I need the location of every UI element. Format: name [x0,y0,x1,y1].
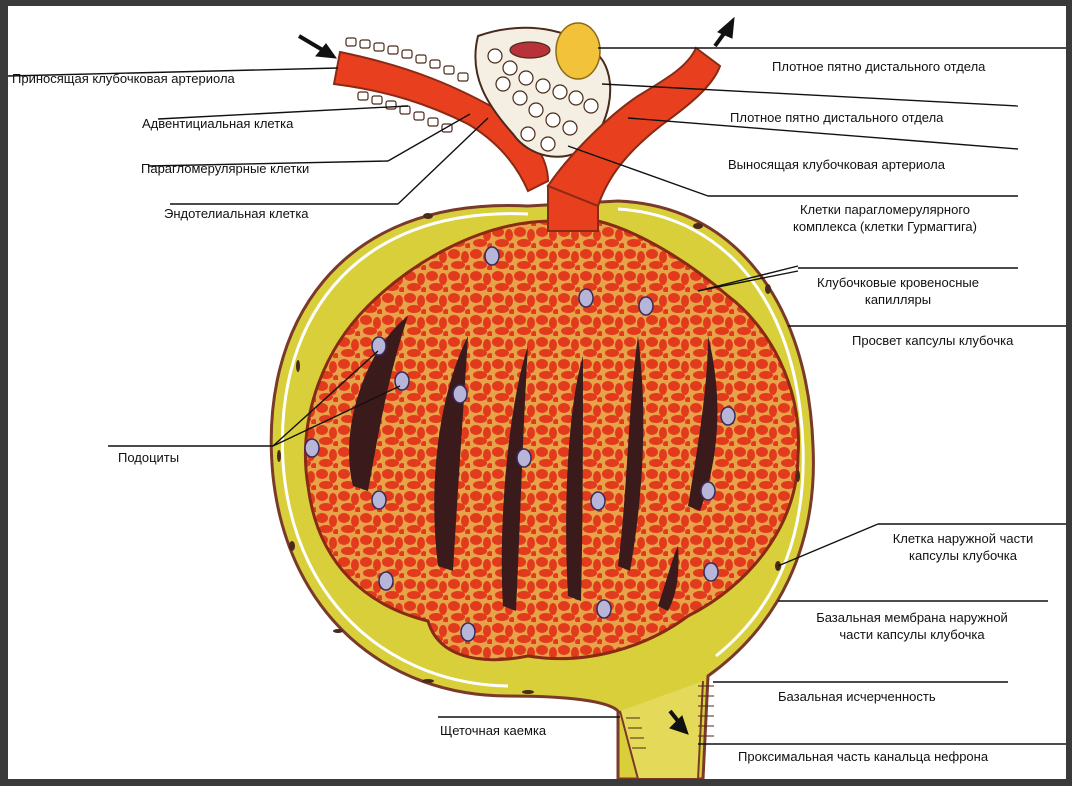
label-basement-membrane-line1: Базальная мембрана наружной [784,609,1040,626]
label-efferent-arteriole: Выносящая клубочковая артериола [728,156,945,173]
label-macula-densa-2: Плотное пятно дистального отдела [730,109,943,126]
label-capsule-lumen: Просвет капсулы клубочка [852,332,1013,349]
macula-yellow [556,23,600,79]
label-glomerular-capillaries-line2: капилляры [788,291,1008,308]
diagram-frame: Приносящая клубочковая артериола Адвенти… [8,6,1066,779]
label-basal-striation: Базальная исчерченность [778,688,936,705]
label-jga-cells: Клетки парагломерулярного комплекса (кле… [760,201,1010,235]
label-adventitial-cell: Адвентициальная клетка [142,115,293,132]
label-jga-cells-line2: комплекса (клетки Гурмагтига) [760,218,1010,235]
label-podocytes: Подоциты [118,449,179,466]
label-paraglomerular-cells: Парагломерулярные клетки [141,160,309,177]
label-proximal-tubule: Проксимальная часть канальца нефрона [738,748,988,765]
label-glomerular-capillaries-line1: Клубочковые кровеносные [788,274,1008,291]
label-brush-border: Щеточная каемка [440,722,546,739]
distal-tubule-lumen [510,42,550,58]
label-afferent-arteriole: Приносящая клубочковая артериола [12,70,235,87]
label-glomerular-capillaries: Клубочковые кровеносные капилляры [788,274,1008,308]
label-outer-capsule-cell-line1: Клетка наружной части [863,530,1063,547]
label-outer-capsule-cell: Клетка наружной части капсулы клубочка [863,530,1063,564]
label-basement-membrane: Базальная мембрана наружной части капсул… [784,609,1040,643]
label-outer-capsule-cell-line2: капсулы клубочка [863,547,1063,564]
label-endothelial-cell: Эндотелиальная клетка [164,205,309,222]
label-macula-densa-1: Плотное пятно дистального отдела [772,58,985,75]
label-jga-cells-line1: Клетки парагломерулярного [760,201,1010,218]
label-basement-membrane-line2: части капсулы клубочка [784,626,1040,643]
